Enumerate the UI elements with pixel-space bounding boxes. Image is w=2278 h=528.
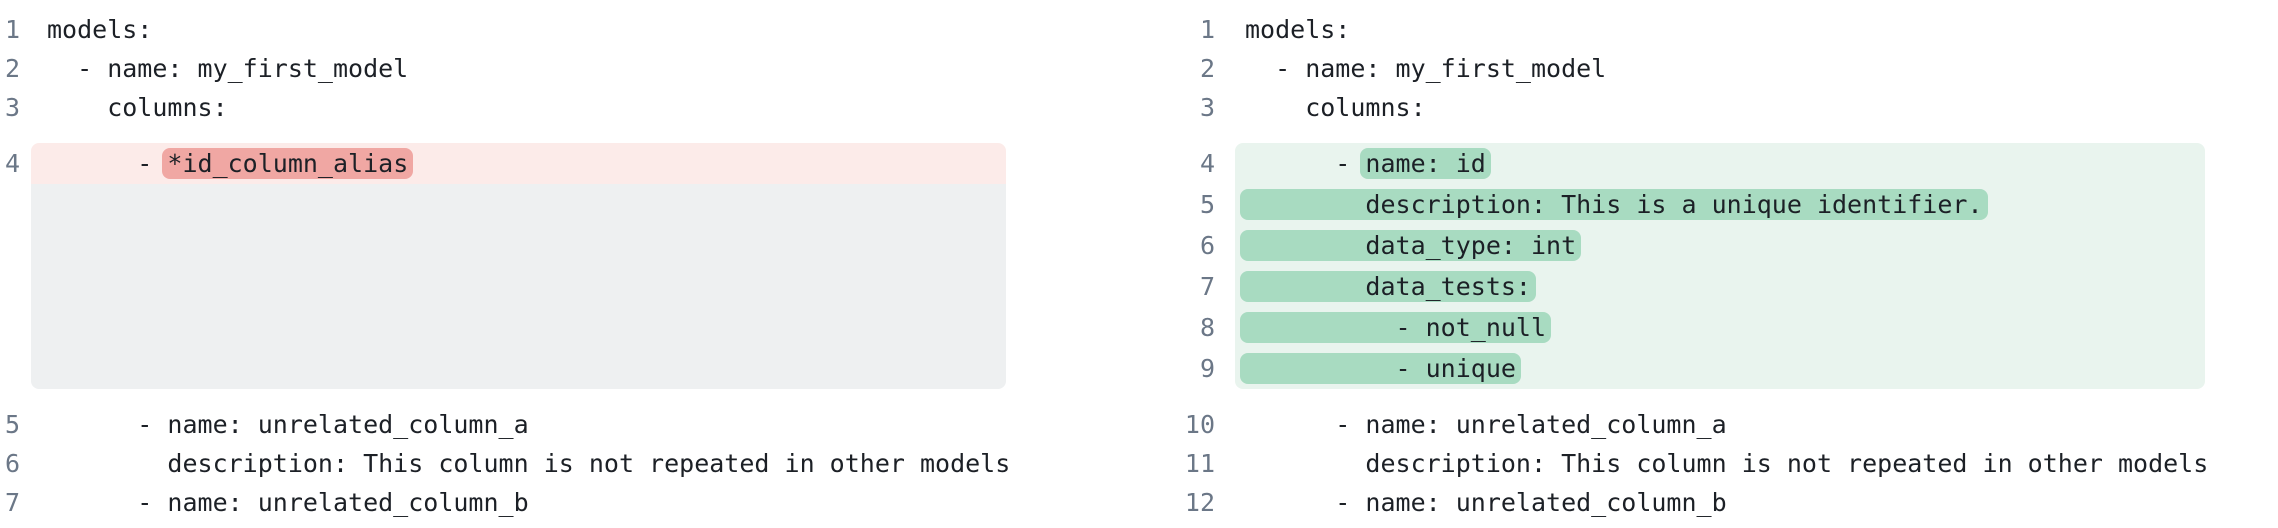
- added-code-line: data_type: int: [1235, 225, 2205, 266]
- added-code-line: description: This is a unique identifier…: [1235, 184, 2205, 225]
- added-token-highlight: name: id: [1360, 148, 1491, 179]
- added-token-highlight: data_tests:: [1240, 271, 1536, 302]
- line-number: 7: [1199, 272, 1215, 301]
- line-number: 2: [1199, 54, 1215, 83]
- code-text: columns:: [1245, 93, 1426, 122]
- code-text: columns:: [47, 93, 228, 122]
- line-number: 4: [1199, 149, 1215, 178]
- code-text: - name: unrelated_column_a: [1245, 410, 1727, 439]
- code-line: 2 - name: my_first_model: [0, 49, 1139, 88]
- line-number-row: 4: [0, 143, 20, 184]
- code-text: - name: unrelated_column_b: [1245, 488, 1727, 517]
- added-code-line: - unique: [1235, 348, 2205, 389]
- code-line: 3 columns:: [0, 88, 1139, 127]
- line-number: 1: [4, 15, 20, 44]
- line-number-row: 8: [1139, 307, 1215, 348]
- code-line: 3 columns:: [1139, 88, 2278, 127]
- line-number: 10: [1184, 410, 1215, 439]
- added-code-line: data_tests:: [1235, 266, 2205, 307]
- code-text: - *id_column_alias: [31, 148, 414, 179]
- code-line: 1 models:: [0, 10, 1139, 49]
- hunk-gutter: 4: [0, 143, 20, 389]
- code-text: - unique: [1235, 353, 1521, 384]
- line-number: 9: [1199, 354, 1215, 383]
- code-line: 1 models:: [1139, 10, 2278, 49]
- code-text-prefix: -: [47, 149, 168, 178]
- code-line: 5 - name: unrelated_column_a: [0, 405, 1139, 444]
- hunk-body: - name: id description: This is a unique…: [1235, 143, 2205, 389]
- line-number: 8: [1199, 313, 1215, 342]
- code-text: models:: [1245, 15, 1351, 44]
- line-number: 6: [4, 449, 20, 478]
- added-token-highlight: data_type: int: [1240, 230, 1582, 261]
- code-line: 11 description: This column is not repea…: [1139, 444, 2278, 483]
- line-number: 3: [4, 93, 20, 122]
- code-text: - name: my_first_model: [47, 54, 409, 83]
- line-number-row: 5: [1139, 184, 1215, 225]
- added-token-highlight: - not_null: [1240, 312, 1552, 343]
- code-text: - name: my_first_model: [1245, 54, 1607, 83]
- code-line: 2 - name: my_first_model: [1139, 49, 2278, 88]
- line-number-row: 9: [1139, 348, 1215, 389]
- removed-code-line: - *id_column_alias: [31, 143, 1006, 184]
- code-line: 10 - name: unrelated_column_a: [1139, 405, 2278, 444]
- hunk-body: - *id_column_alias: [31, 143, 1006, 389]
- hunk-gutter: 4 5 6 7 8 9: [1139, 143, 1215, 389]
- code-text: description: This column is not repeated…: [1245, 449, 2209, 478]
- changed-hunk: 4 5 6 7 8 9 - name: id description: This is a…: [1139, 143, 2278, 389]
- line-number: 11: [1184, 449, 1215, 478]
- code-text: - name: id: [1235, 148, 1491, 179]
- code-text: models:: [47, 15, 153, 44]
- code-text: - name: unrelated_column_a: [47, 410, 529, 439]
- line-number-row: 6: [1139, 225, 1215, 266]
- collapsed-lines-spacer: [31, 184, 1006, 389]
- code-line: 6 description: This column is not repeat…: [0, 444, 1139, 483]
- added-token-highlight: description: This is a unique identifier…: [1240, 189, 1988, 220]
- line-number: 5: [4, 410, 20, 439]
- line-number: 1: [1199, 15, 1215, 44]
- removed-token-highlight: *id_column_alias: [162, 148, 414, 179]
- code-line: 7 - name: unrelated_column_b: [0, 483, 1139, 522]
- code-text: data_tests:: [1235, 271, 1536, 302]
- added-code-line: - name: id: [1235, 143, 2205, 184]
- code-text: description: This is a unique identifier…: [1235, 189, 1988, 220]
- line-number-row: 7: [1139, 266, 1215, 307]
- collapsed-lines-gutter-spacer: [0, 184, 20, 389]
- line-number: 3: [1199, 93, 1215, 122]
- code-text-prefix: -: [1245, 149, 1366, 178]
- code-text: description: This column is not repeated…: [47, 449, 1011, 478]
- line-number: 12: [1184, 488, 1215, 517]
- line-number: 6: [1199, 231, 1215, 260]
- code-text: - not_null: [1235, 312, 1552, 343]
- line-number: 2: [4, 54, 20, 83]
- code-text: - name: unrelated_column_b: [47, 488, 529, 517]
- added-code-line: - not_null: [1235, 307, 2205, 348]
- line-number: 7: [4, 488, 20, 517]
- code-text: data_type: int: [1235, 230, 1582, 261]
- changed-hunk: 4 - *id_column_alias: [0, 143, 1139, 389]
- line-number: 5: [1199, 190, 1215, 219]
- added-token-highlight: - unique: [1240, 353, 1521, 384]
- line-number: 4: [4, 149, 20, 178]
- code-line: 12 - name: unrelated_column_b: [1139, 483, 2278, 522]
- line-number-row: 4: [1139, 143, 1215, 184]
